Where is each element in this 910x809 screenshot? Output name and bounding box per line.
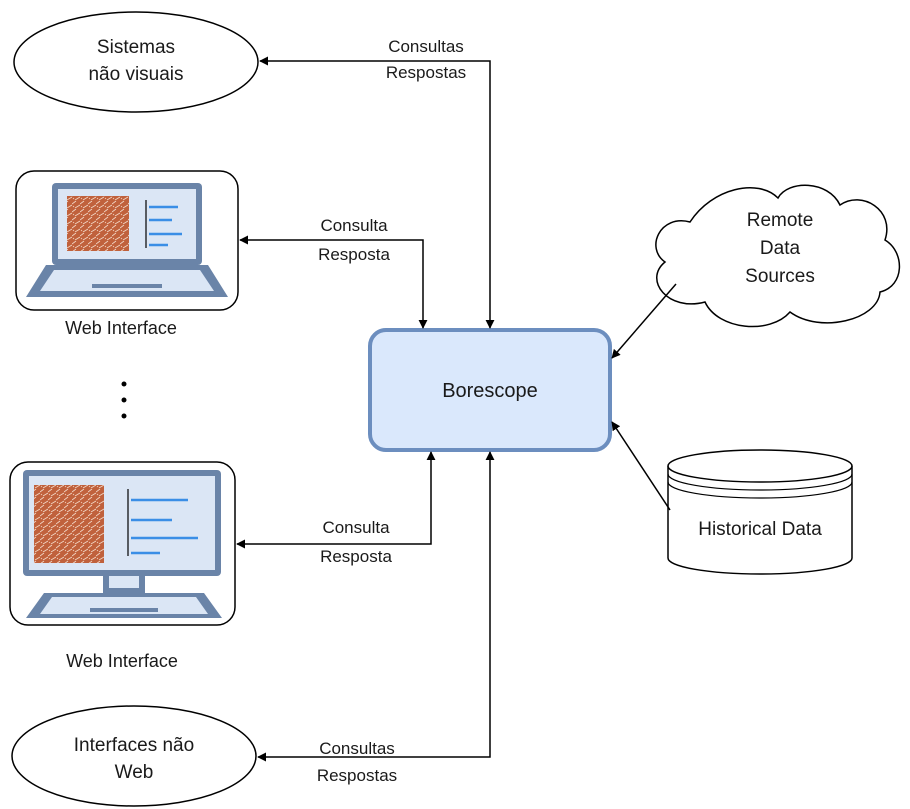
interfaces-line1: Interfaces não (74, 735, 194, 756)
historical-data-node[interactable]: Historical Data (667, 449, 853, 575)
remote-line3: Sources (745, 266, 815, 287)
sistemas-line1: Sistemas (97, 37, 175, 58)
database-cylinder-icon (667, 449, 853, 575)
edge-bottom-connector (257, 451, 495, 762)
ellipsis-dots (121, 381, 127, 419)
cloud-icon (655, 184, 901, 328)
edge-desktop-label-line2: Resposta (320, 547, 392, 566)
edge-bottom-label-line2: Respostas (317, 766, 397, 785)
edge-historical-connector (611, 421, 671, 511)
edge-laptop-connector (239, 235, 428, 329)
sistemas-nao-visuais-node[interactable]: Sistemas não visuais (13, 11, 259, 113)
interfaces-nao-web-node[interactable]: Interfaces não Web (11, 705, 257, 807)
edge-laptop-label-line2: Resposta (318, 245, 390, 264)
edge-bottom-label-line1: Consultas (319, 739, 395, 758)
web-interface-laptop-label: Web Interface (65, 318, 177, 338)
remote-data-sources-node[interactable]: Remote Data Sources (655, 184, 901, 328)
remote-line2: Data (760, 238, 801, 259)
historical-data-label: Historical Data (698, 519, 822, 540)
interfaces-line2: Web (115, 762, 154, 783)
borescope-node[interactable]: Borescope (368, 328, 612, 452)
desktop-monitor-icon (23, 470, 222, 618)
web-interface-laptop-node[interactable] (15, 170, 239, 311)
edge-remote-connector (611, 283, 677, 359)
laptop-icon (26, 183, 228, 297)
edge-top-label-line1: Consultas (388, 37, 464, 56)
edge-desktop-label-line1: Consulta (322, 518, 390, 537)
edge-laptop-label-line1: Consulta (320, 216, 388, 235)
borescope-label: Borescope (442, 380, 538, 402)
web-interface-desktop-node[interactable] (9, 461, 236, 626)
edge-top-label-line2: Respostas (386, 63, 466, 82)
sistemas-line2: não visuais (88, 64, 183, 85)
web-interface-desktop-label: Web Interface (66, 651, 178, 671)
edge-top-connector (259, 56, 495, 329)
remote-line1: Remote (747, 210, 814, 231)
